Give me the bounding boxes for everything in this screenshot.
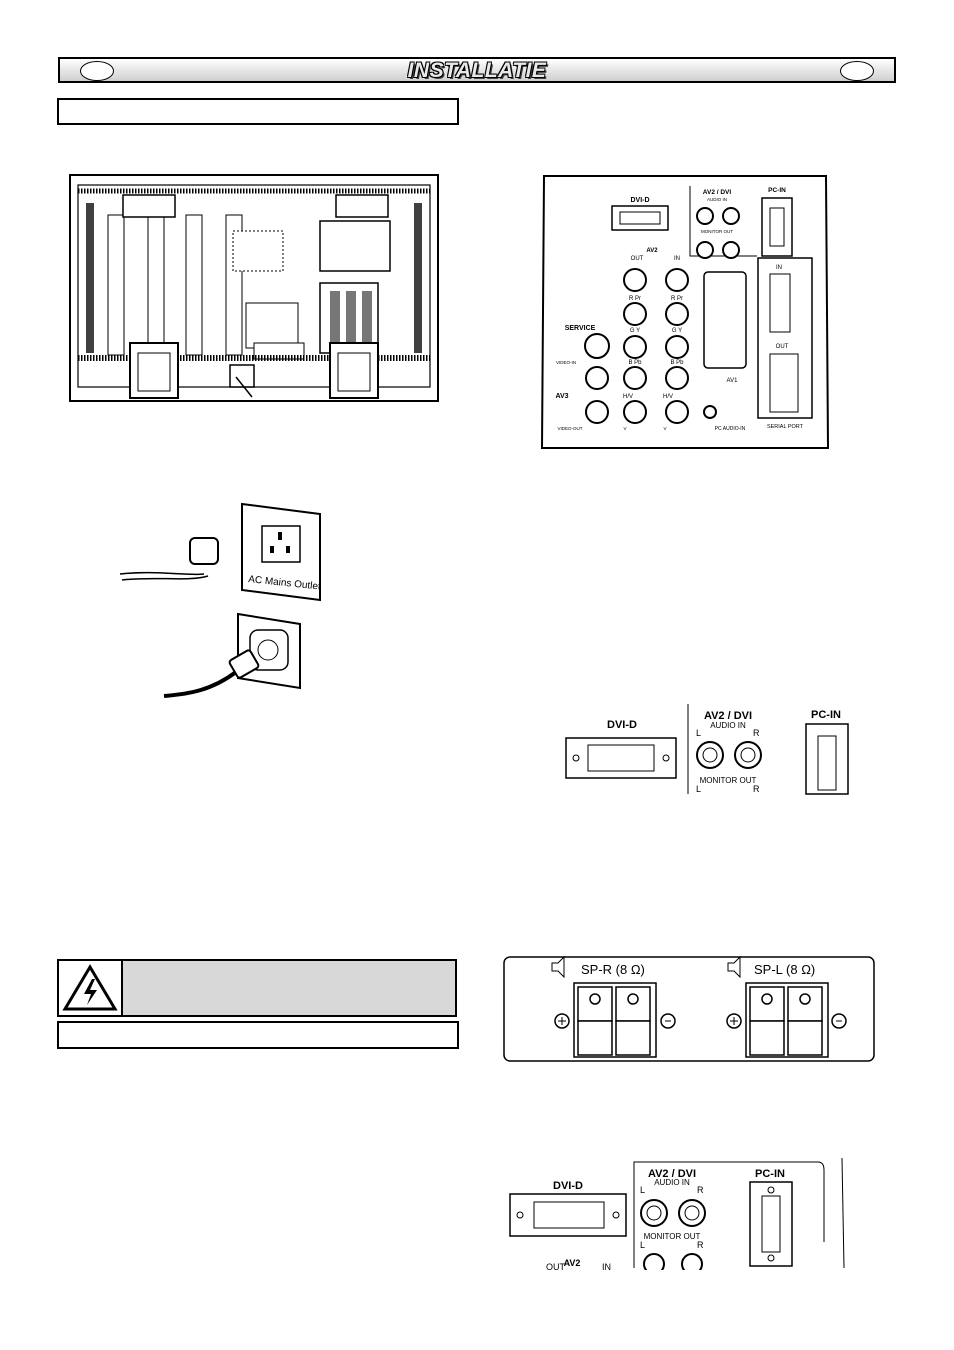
euro-socket-illustration (163, 612, 301, 698)
panel-av3-label: AV3 (555, 393, 568, 400)
section-heading-box (57, 98, 459, 125)
warning-caption-box (57, 1021, 459, 1049)
dvi-audio-zoom-lower-illustration: DVI-D AV2 / DVI AUDIO IN L R MONITOR OUT… (509, 1157, 845, 1270)
panel-video-out-label: VIDEO-OUT (557, 426, 582, 431)
panel-in-label: IN (674, 256, 680, 262)
zoom1-r-label: R (753, 728, 760, 738)
dvi-audio-zoom-illustration: DVI-D AV2 / DVI AUDIO IN L R MONITOR OUT… (565, 704, 849, 795)
zoom2-monitor-r-label: R (697, 1240, 704, 1250)
panel-pc-in-label: PC-IN (768, 187, 786, 194)
zoom2-in-label: IN (602, 1262, 611, 1270)
panel-av2dvi-label: AV2 / DVI (703, 189, 732, 196)
panel-serial-port-label: SERIAL PORT (767, 424, 804, 430)
panel-gy-label-out: G Y (630, 328, 640, 334)
zoom2-monitor-out-label: MONITOR OUT (644, 1232, 701, 1241)
panel-hv-label-out: H/V (623, 394, 633, 400)
zoom1-dvi-label: DVI-D (607, 719, 637, 731)
connector-panel-illustration: DVI-D AV2 / DVI AUDIO IN MONITOR OUT PC-… (540, 175, 830, 449)
panel-bpb-label-in: B Pb (670, 360, 684, 366)
panel-monitor-out-label: MONITOR OUT (701, 229, 733, 234)
panel-hv-label-in: H/V (663, 394, 673, 400)
banner-left-oval (80, 61, 114, 81)
zoom1-monitor-r-label: R (753, 784, 760, 794)
panel-v-label-out: V (623, 426, 626, 431)
zoom1-av2dvi-label: AV2 / DVI (704, 710, 752, 722)
panel-out-label: OUT (631, 256, 644, 262)
page-title: INSTALLATIE (407, 59, 547, 82)
panel-serial-out-label: OUT (776, 344, 789, 350)
speaker-right-label: SP-R (8 Ω) (581, 962, 645, 977)
banner-right-oval (840, 61, 874, 81)
tv-rear-illustration (69, 174, 439, 402)
panel-av1-label: AV1 (727, 378, 739, 384)
panel-audio-in-label: AUDIO IN (707, 197, 727, 202)
panel-gy-label-in: G Y (672, 328, 682, 334)
zoom2-av2dvi-label: AV2 / DVI (648, 1168, 696, 1180)
zoom1-monitor-out-label: MONITOR OUT (700, 776, 757, 785)
zoom2-r-label: R (697, 1185, 704, 1195)
speaker-left-label: SP-L (8 Ω) (754, 962, 815, 977)
panel-dvi-label: DVI-D (630, 197, 649, 204)
electric-shock-warning-icon (62, 964, 118, 1011)
panel-rpr-label-out: R Pr (629, 296, 641, 302)
zoom2-audio-in-label: AUDIO IN (654, 1178, 690, 1187)
panel-video-in-label: VIDEO-IN (556, 360, 576, 365)
zoom1-monitor-l-label: L (696, 784, 701, 794)
title-banner: INSTALLATIE (58, 57, 896, 83)
panel-serial-in-label: IN (776, 265, 782, 271)
panel-bpb-label-out: B Pb (628, 360, 642, 366)
zoom2-monitor-l-label: L (640, 1240, 645, 1250)
panel-av2-label: AV2 (646, 248, 658, 254)
zoom2-l-label: L (640, 1185, 645, 1195)
speaker-terminals-illustration: SP-R (8 Ω) SP-L (8 Ω) (503, 955, 875, 1062)
panel-pc-audio-in-label: PC AUDIO-IN (715, 426, 746, 432)
uk-outlet-illustration: AC Mains Outlet (119, 502, 321, 602)
zoom2-pc-in-label: PC-IN (755, 1168, 785, 1180)
warning-icon-cell (59, 961, 123, 1015)
panel-rpr-label-in: R Pr (671, 296, 683, 302)
zoom2-out-label: OUT (546, 1262, 566, 1270)
panel-service-label: SERVICE (565, 325, 596, 332)
warning-box (57, 959, 457, 1017)
zoom1-l-label: L (696, 728, 701, 738)
zoom2-dvi-label: DVI-D (553, 1180, 583, 1192)
panel-v-label-in: V (663, 426, 666, 431)
zoom1-pc-in-label: PC-IN (811, 709, 841, 721)
zoom1-audio-in-label: AUDIO IN (710, 721, 746, 730)
zoom2-av2-label: AV2 (564, 1258, 581, 1268)
